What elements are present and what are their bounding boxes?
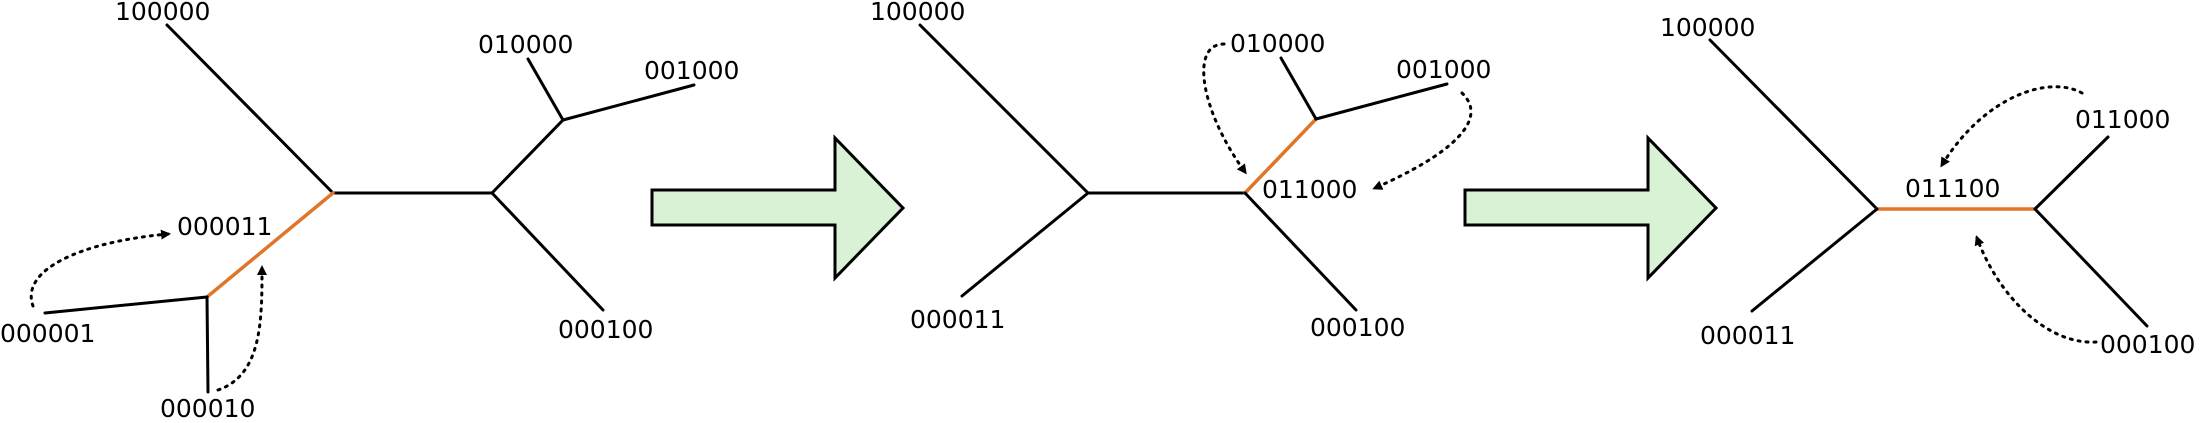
panel-1-tree: 100000 010000 001000 000011 000001 00001… bbox=[0, 0, 739, 423]
label-100000: 100000 bbox=[870, 0, 965, 26]
transition-arrow-2 bbox=[1463, 134, 1719, 282]
edge-internal-upper-right bbox=[490, 118, 565, 195]
edge-000100 bbox=[2033, 207, 2149, 328]
merge-arrow-001000 bbox=[1372, 91, 1473, 190]
label-000010: 000010 bbox=[160, 394, 255, 418]
edge-100000 bbox=[165, 23, 335, 195]
label-000001: 000001 bbox=[0, 319, 95, 348]
edge-000011-highlight bbox=[205, 191, 335, 299]
edge-000010 bbox=[205, 295, 210, 394]
edge-000100 bbox=[490, 191, 605, 312]
label-010000: 010000 bbox=[478, 30, 573, 59]
label-000100: 000100 bbox=[2100, 330, 2195, 359]
edge-010000 bbox=[526, 57, 565, 122]
edge-001000 bbox=[561, 83, 696, 122]
label-011000: 011000 bbox=[2075, 105, 2170, 134]
label-001000: 001000 bbox=[644, 56, 739, 85]
edge-011000-highlight bbox=[1243, 117, 1318, 195]
label-000100: 000100 bbox=[558, 315, 653, 344]
edge-000011 bbox=[960, 191, 1090, 298]
merge-arrow-000100 bbox=[1974, 235, 2098, 344]
panel-3-tree: 100000 011000 011100 000011 000100 bbox=[1660, 13, 2195, 359]
label-000100: 000100 bbox=[1310, 313, 1405, 342]
edge-000001 bbox=[43, 295, 209, 315]
edge-011000 bbox=[2033, 135, 2110, 211]
label-100000: 100000 bbox=[1660, 13, 1755, 42]
label-000011: 000011 bbox=[910, 305, 1005, 334]
label-010000: 010000 bbox=[1230, 29, 1325, 58]
edge-001000 bbox=[1314, 82, 1449, 121]
edge-010000 bbox=[1279, 56, 1318, 121]
label-001000: 001000 bbox=[1396, 55, 1491, 84]
label-000011: 000011 bbox=[1700, 321, 1795, 350]
merge-arrow-000001 bbox=[29, 229, 171, 308]
label-100000: 100000 bbox=[115, 0, 210, 26]
panel-2-tree: 100000 010000 001000 011000 000011 00010… bbox=[870, 0, 1491, 342]
merge-arrow-010000 bbox=[1202, 42, 1247, 175]
label-000011: 000011 bbox=[177, 212, 272, 241]
edge-100000 bbox=[918, 23, 1090, 195]
transition-arrow-1 bbox=[650, 134, 906, 282]
label-011100: 011100 bbox=[1905, 174, 2000, 203]
merge-arrow-011000 bbox=[1940, 85, 2084, 168]
merge-arrow-000010 bbox=[216, 265, 267, 392]
edge-100000 bbox=[1708, 38, 1879, 211]
edge-000100 bbox=[1243, 191, 1358, 312]
edge-000011 bbox=[1750, 207, 1879, 313]
label-011000: 011000 bbox=[1262, 175, 1357, 204]
